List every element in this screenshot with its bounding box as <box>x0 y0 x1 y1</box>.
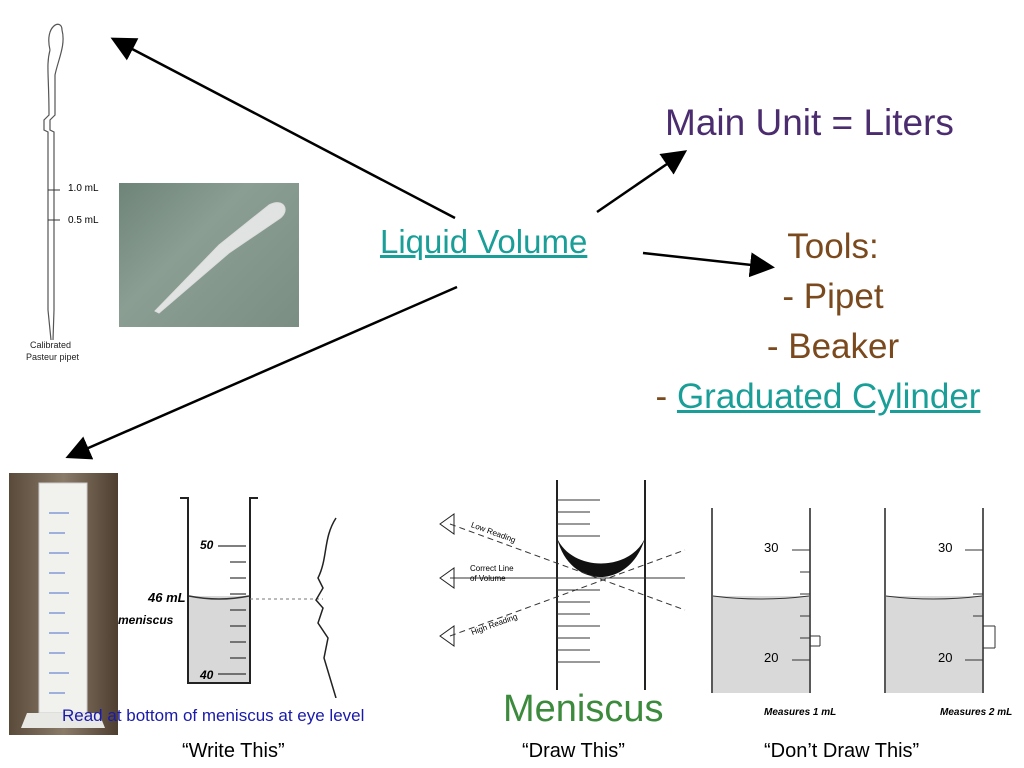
caption-write-this: “Write This” <box>182 740 285 762</box>
meniscus-label: meniscus <box>118 613 174 627</box>
graduated-cylinder-link[interactable]: Graduated Cylinder <box>676 377 981 416</box>
left-cyl-caption: Measures 1 mL <box>764 707 837 718</box>
plastic-pipet-icon <box>154 202 286 314</box>
tools-heading: Tools: <box>787 227 879 266</box>
tools-item-graduated-cylinder: - Graduated Cylinder <box>612 372 1024 422</box>
right-cyl-caption: Measures 2 mL <box>940 707 1013 718</box>
tools-item-prefix: - <box>655 377 677 416</box>
pipet-mark-05ml: 0.5 mL <box>68 215 99 226</box>
beaker-with-face-drawing <box>180 497 337 699</box>
main-unit-text: Main Unit = Liters <box>665 102 954 143</box>
right-cyl-bottom-label: 20 <box>938 650 953 665</box>
arrow-to-main-unit <box>596 150 688 214</box>
tools-item-label: Beaker <box>788 327 900 366</box>
tools-item-pipet: - Pipet <box>642 272 1024 322</box>
left-cyl-top-label: 30 <box>764 540 779 555</box>
caption-draw-this: “Draw This” <box>522 740 625 762</box>
pipet-mark-1ml: 1.0 mL <box>68 183 99 194</box>
arrow-to-tools <box>642 251 775 278</box>
meniscus-instruction: Read at bottom of meniscus at eye level <box>62 706 365 725</box>
caption-dont-draw-this: “Don’t Draw This” <box>764 740 920 762</box>
tools-item-beaker: - Beaker <box>642 322 1024 372</box>
scale-bottom-label: 40 <box>200 668 214 682</box>
pipet-photo <box>119 183 299 327</box>
arrow-to-pipet <box>110 37 456 220</box>
eye-level-figure: Low Reading Correct Line of Volume High … <box>430 480 688 690</box>
meniscus-word: Meniscus <box>503 688 664 730</box>
liquid-volume-link[interactable]: Liquid Volume <box>380 223 588 260</box>
two-cylinders-figure: 30 20 Measures 1 mL 30 20 Measures 2 mL <box>700 508 1022 723</box>
tools-list: Tools: - Pipet - Beaker - Graduated Cyli… <box>612 222 1024 422</box>
correct-line-label-2: of Volume <box>470 574 506 583</box>
pipet-caption-line1: Calibrated <box>30 340 72 350</box>
right-cyl-top-label: 30 <box>938 540 953 555</box>
pipet-drawing <box>43 23 64 340</box>
eye-level-drawing <box>439 480 686 690</box>
tools-item-label: Pipet <box>803 277 884 316</box>
pipet-caption-line2: Pasteur pipet <box>26 352 80 362</box>
graduated-cylinder-photo <box>9 473 118 735</box>
left-cyl-bottom-label: 20 <box>764 650 779 665</box>
meniscus-reading-figure: 50 40 46 mL meniscus <box>118 488 368 699</box>
pasteur-pipet-figure: 1.0 mL 0.5 mL Calibrated Pasteur pipet <box>22 20 132 370</box>
tools-item-prefix: - <box>782 277 804 316</box>
scale-top-label: 50 <box>200 538 214 552</box>
cylinders-drawing <box>711 508 996 693</box>
arrow-to-cylinder <box>65 285 458 460</box>
correct-line-label-1: Correct Line <box>470 564 514 573</box>
tools-item-prefix: - <box>766 327 789 366</box>
cylinder-icon <box>21 482 105 728</box>
reading-label: 46 mL <box>148 590 186 605</box>
